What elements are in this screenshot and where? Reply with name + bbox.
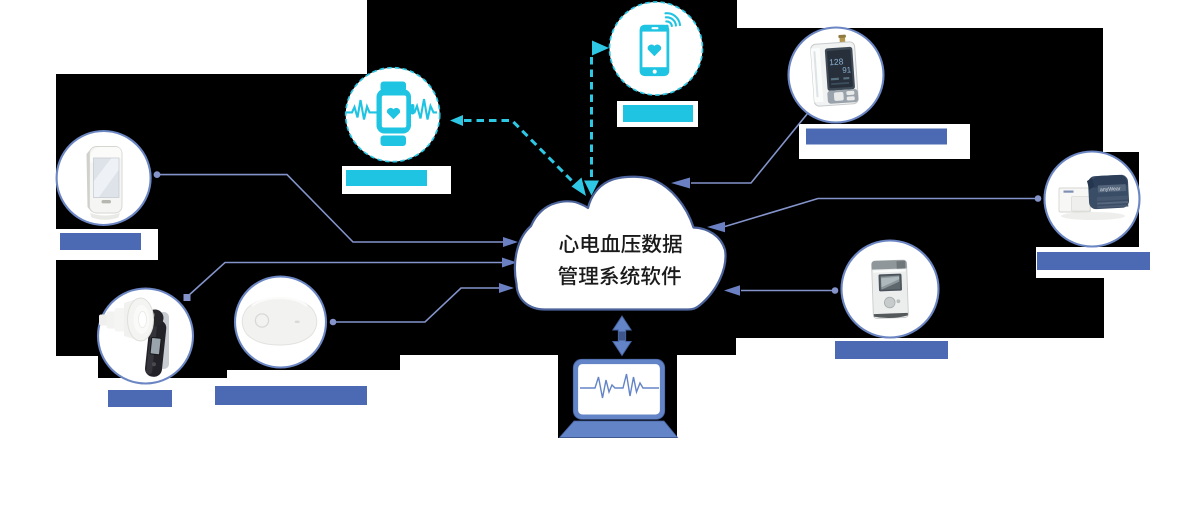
svg-text:anyWear: anyWear	[1100, 186, 1121, 193]
svg-text:91: 91	[842, 65, 852, 75]
svg-text:128: 128	[829, 56, 844, 67]
